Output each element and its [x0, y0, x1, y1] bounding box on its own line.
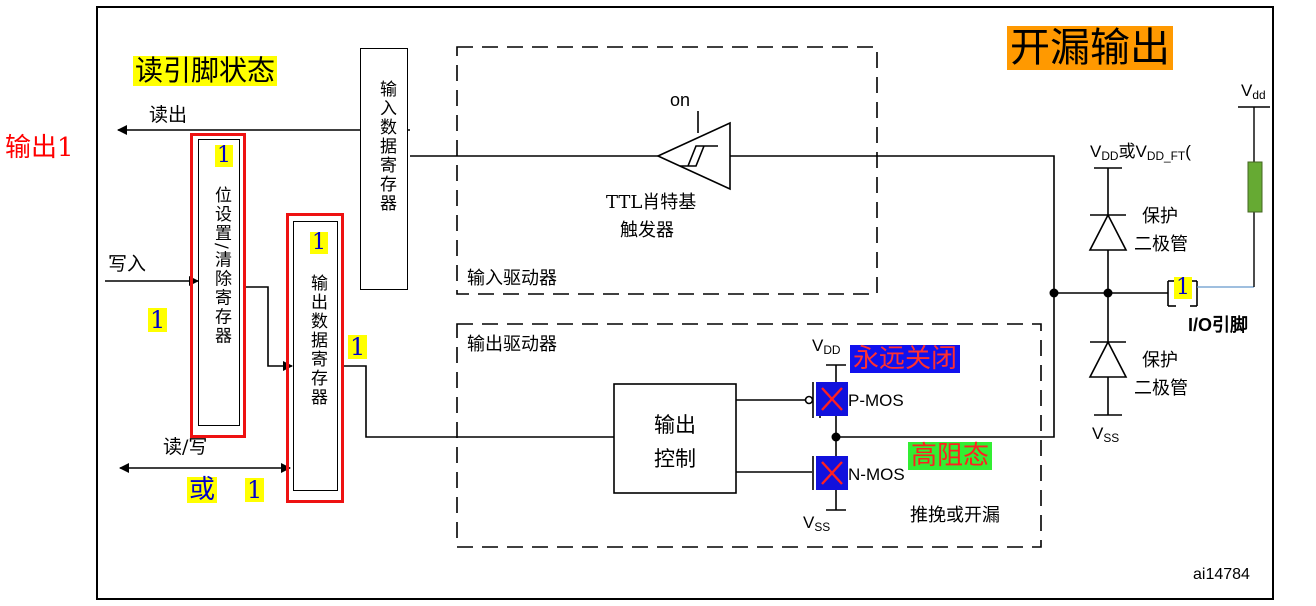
- output-driver-box: [456, 323, 1042, 548]
- diode-vdd-label: VDD或VDD_FT(: [1090, 142, 1191, 163]
- output-data-register: [293, 221, 338, 491]
- output1-label: 输出1: [5, 133, 74, 163]
- output-control-box: [613, 383, 737, 494]
- bsrr-to-odr-line: [245, 286, 293, 371]
- read-write-label: 读/写: [163, 436, 208, 458]
- output-control-line2: 控制: [654, 447, 696, 471]
- input-data-register: [360, 48, 408, 290]
- high-impedance-badge: 高阻态: [908, 442, 993, 470]
- odr-to-control-line: [342, 365, 614, 438]
- io-pin-label: I/O引脚: [1188, 315, 1249, 335]
- output-data-register-label: 输出数据寄存器: [307, 274, 327, 407]
- upper-diode-label-line2: 二极管: [1134, 234, 1188, 255]
- upper-diode-label-line1: 保护: [1142, 206, 1178, 227]
- lower-diode-label-line1: 保护: [1142, 350, 1178, 371]
- odr-highlight-frame: [286, 213, 344, 503]
- odr-out-value-badge: 1: [348, 333, 368, 361]
- main-title: 开漏输出: [1007, 26, 1173, 70]
- protection-diodes: [1088, 167, 1128, 416]
- nmos-label: N-MOS: [848, 465, 905, 484]
- pmos-label: P-MOS: [848, 391, 904, 410]
- figure-id-label: ai14784: [1193, 566, 1250, 583]
- pullup-resistor: [1247, 161, 1263, 213]
- pmos-vdd-label: VDD: [812, 336, 841, 357]
- output-control-line1: 输出: [654, 413, 696, 437]
- lower-diode-label-line2: 二极管: [1134, 378, 1188, 399]
- junction-dot: [1049, 288, 1059, 298]
- on-label: on: [670, 90, 691, 110]
- read-out-label: 读出: [149, 104, 188, 126]
- push-pull-label: 推挽或开漏: [910, 505, 1000, 526]
- write-in-label: 写入: [108, 253, 147, 275]
- bsrr-highlight-frame: [190, 133, 246, 438]
- pin-value-badge: 1: [1174, 275, 1192, 300]
- or-label: 或: [187, 475, 218, 505]
- diode-vss-label: VSS: [1092, 424, 1120, 445]
- odr-value-badge: 1: [310, 230, 328, 255]
- bsrr-value-badge: 1: [215, 143, 233, 168]
- always-off-badge: 永远关闭: [850, 345, 961, 373]
- bit-set-reset-register-label: 位设置/清除寄存器: [211, 186, 231, 346]
- input-driver-label: 输入驱动器: [467, 268, 557, 289]
- read-pin-state-title: 读引脚状态: [133, 54, 278, 87]
- input-driver-box: [456, 46, 878, 295]
- nmos-vss-label: VSS: [803, 513, 831, 534]
- or-value-badge: 1: [245, 476, 265, 504]
- input-data-register-label: 输入数据寄存器: [376, 80, 396, 213]
- external-vdd-label: Vdd: [1241, 81, 1266, 102]
- ttl-label-line1: TTL肖特基: [606, 192, 697, 213]
- bit-set-reset-register: [198, 139, 240, 426]
- ttl-schmitt-trigger: [656, 111, 940, 191]
- ttl-label-line2: 触发器: [620, 220, 674, 241]
- diagram-frame: [96, 6, 1274, 600]
- output-driver-label: 输出驱动器: [467, 334, 557, 355]
- write-value-badge: 1: [148, 306, 168, 334]
